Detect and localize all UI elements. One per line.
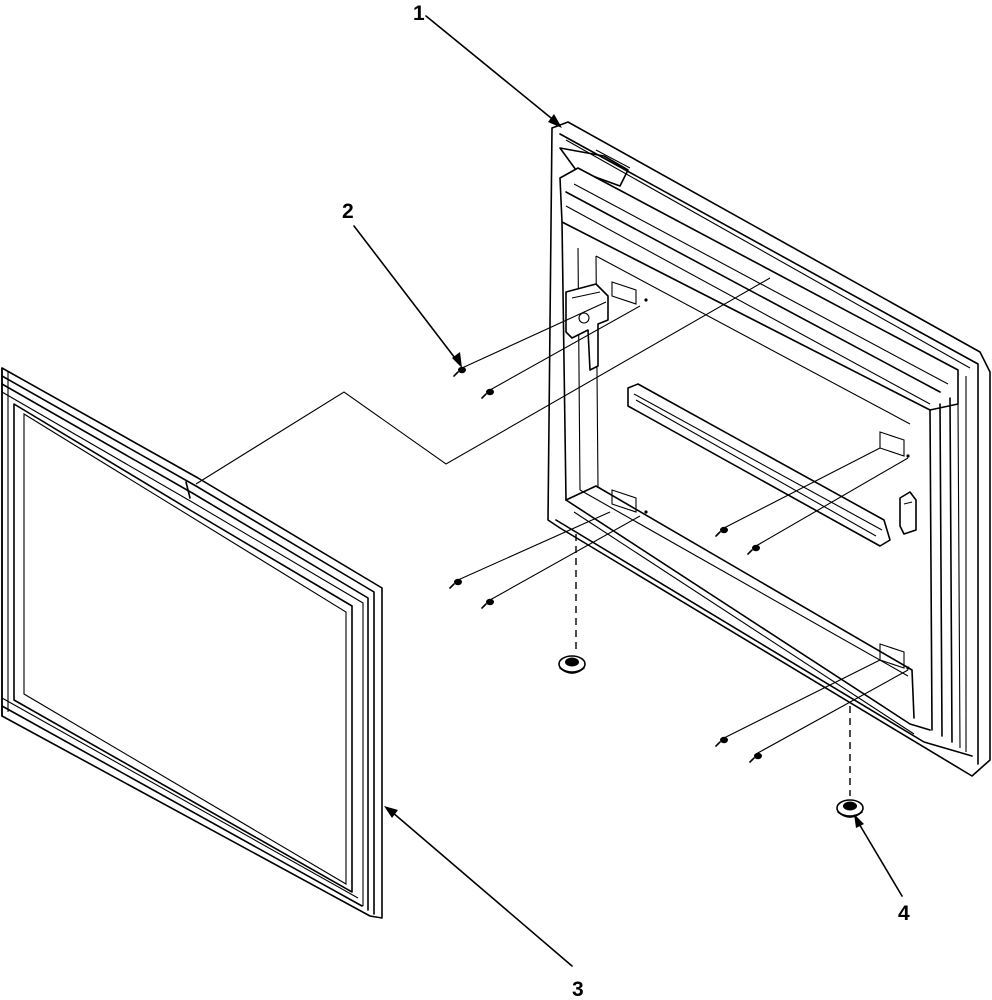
door-bumpers: [558, 534, 864, 818]
screw: [449, 578, 462, 589]
screw: [481, 388, 494, 399]
screw: [453, 366, 466, 377]
door-gasket: [1, 367, 383, 919]
screw: [715, 526, 728, 537]
bumper: [836, 799, 864, 818]
screw: [715, 736, 728, 747]
screw: [481, 598, 494, 609]
callout-4: 4: [898, 902, 910, 925]
callout-3: 3: [572, 978, 584, 1000]
callout-1: 1: [413, 2, 425, 25]
freezer-door: [547, 121, 991, 777]
screw: [749, 752, 762, 763]
callout-2: 2: [342, 200, 354, 223]
screw: [747, 544, 760, 555]
bumper: [558, 655, 586, 674]
mounting-screws: [449, 301, 909, 763]
callout-leaders: [195, 15, 903, 967]
